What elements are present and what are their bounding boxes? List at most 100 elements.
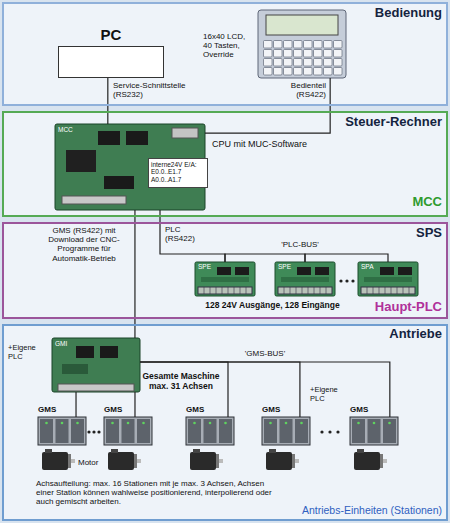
motor-symbol [190,449,223,470]
text-slot: Service-Schnittstelle (RS232) [113,81,209,99]
text-slot: SPS [340,226,442,241]
drive-unit-art [38,417,86,445]
motor-symbol [108,449,141,470]
chip [100,346,118,358]
ellipsis-dot [328,430,331,433]
motor-symbol [42,449,75,470]
note-text: Achsaufteilung: max. 16 Stationen mit je… [36,479,272,507]
drive-unit-art [262,417,310,445]
text-slot: GMS [186,405,216,414]
ellipsis-dot [339,279,342,282]
drive-unit: GMS [104,417,152,445]
option-note: +Eigene PLC [310,386,344,403]
pc-box: PC [58,46,164,78]
part-name: Motor [78,458,106,467]
ellipsis-dot [92,430,95,433]
connector-label: GMS (RS422) mit Download der CNC-Program… [38,226,130,263]
drive-unit-art [350,417,398,445]
text-slot: Antriebe [320,327,442,342]
text-slot: 16x40 LCD, 40 Tasten, Override [203,32,255,60]
gmi-board-art [52,338,140,392]
note-text: 128 24V Ausgänge, 128 Eingänge [185,301,360,311]
chip [126,131,148,145]
connector-line [305,254,388,262]
motor-symbol [354,449,387,470]
plc-module-art [358,262,418,296]
cpu-board: interne24V E/A: E0.0..E1.7 A0.0..A1.7 MCC [55,124,205,210]
connector-label: 'PLC-BUS' [275,240,325,249]
text-slot: Bedienteil (RS422) [276,81,326,99]
panel-lcd [266,15,338,35]
connector-line [140,362,300,417]
panel-housing [258,10,346,78]
text-slot: SPE [278,263,298,270]
connector-label: Service-Schnittstelle (RS232) [113,81,209,99]
unit-name: GMS [104,405,134,414]
text-slot: GMI [55,340,75,347]
ellipsis-dot [320,430,323,433]
text-slot: GMS [262,405,292,414]
text-slot: 'GMS-BUS' [240,349,290,358]
band: interne24V E/A: E0.0..E1.7 A0.0..A1.7MCC… [2,111,448,217]
connector-label: PLC (RS422) [165,225,209,243]
text-slot: SPE [198,263,218,270]
io-box: interne24V E/A: E0.0..E1.7 A0.0..A1.7 [148,158,208,188]
unit-name: GMS [186,405,216,414]
unit-name: GMS [350,405,380,414]
text-slot: 'PLC-BUS' [275,240,325,249]
text-slot: Steuer-Rechner [300,115,442,130]
band: PC16x40 LCD, 40 Tasten, OverrideBedienun… [2,2,448,106]
band-ground [2,2,448,106]
text-slot: Haupt-PLC [330,300,442,315]
chip [66,150,96,172]
text-slot: Motor [78,458,106,467]
band-subtitle: MCC [340,195,442,210]
connector [62,196,126,204]
text-slot: MCC [340,195,442,210]
cpu-board-art [55,124,205,210]
unit-name: GMS [38,405,68,414]
motor-symbol [266,449,299,470]
operator-panel: 16x40 LCD, 40 Tasten, Override [258,10,346,78]
drive-unit: GMS [350,417,398,445]
band-title: Bedienung [300,6,442,21]
ellipsis-dot [345,279,348,282]
band-title: Antriebe [320,327,442,342]
band-title: Steuer-Rechner [300,115,442,130]
connector-line [75,392,76,417]
chip [98,131,120,145]
text-slot: SPA [361,263,381,270]
drive-unit: GMS [186,417,234,445]
plc-module: SPE [195,262,255,296]
connector-label: 'GMS-BUS' [240,349,290,358]
board-name: GMI [55,340,75,347]
text-slot: PLC (RS422) [165,225,209,243]
band-subtitle: Antriebs-Einheiten (Stationen) [270,504,442,516]
board-name: MCC [58,126,88,133]
drive-unit: GMS [38,417,86,445]
band-ground [2,111,448,217]
module-name: SPE [278,263,298,270]
drive-unit-art [104,417,152,445]
module-name: SPE [198,263,218,270]
panel-keys [263,40,343,76]
connector-label: Bedienteil (RS422) [276,81,326,99]
band-subtitle: Haupt-PLC [330,300,442,315]
connector-line [225,254,305,262]
text-slot: GMS [38,405,68,414]
text-slot: MCC [58,126,88,133]
plc-module: SPE [275,262,335,296]
ellipsis-dot [351,279,354,282]
gmi-board: GMI+Eigene PLC [52,338,140,392]
connector-line [140,362,390,417]
plc-module: SPA [358,262,418,296]
ellipsis-dot [87,430,90,433]
connector-line [134,392,135,417]
text-slot: GMS (RS422) mit Download der CNC-Program… [38,226,130,263]
text-slot: PC [58,26,164,43]
text-slot: +Eigene PLC [8,344,44,361]
text-slot: +Eigene PLC [310,386,344,403]
text-slot: Bedienung [300,6,442,21]
chip [76,346,94,358]
